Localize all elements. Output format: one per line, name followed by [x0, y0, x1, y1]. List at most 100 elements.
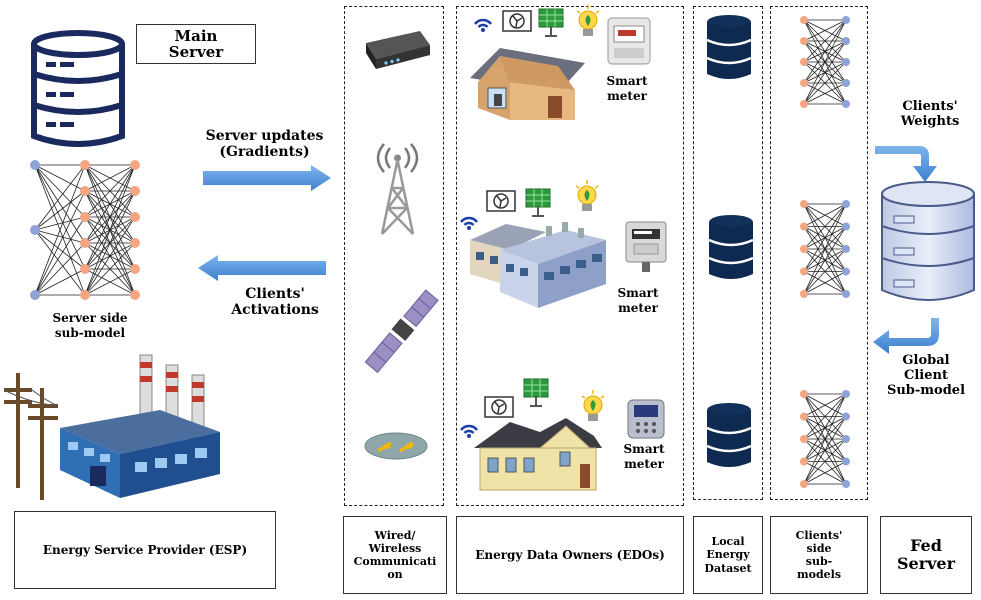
network-node — [80, 264, 90, 274]
network-edge — [803, 393, 847, 417]
network-edge — [803, 40, 847, 105]
network-edge — [34, 229, 86, 244]
network-edge — [803, 271, 847, 295]
network-edge — [84, 242, 136, 296]
network-edge — [34, 164, 86, 218]
smart-meter-label-3: Smart meter — [623, 442, 665, 471]
network-node — [800, 457, 808, 466]
network-node — [130, 264, 140, 274]
residential-house-icon — [474, 418, 602, 491]
network-edge — [34, 216, 86, 296]
network-node — [842, 37, 850, 45]
network-edge — [803, 82, 847, 105]
network-node — [842, 267, 850, 276]
network-node — [800, 58, 808, 66]
network-edge — [803, 393, 847, 462]
network-edge — [34, 164, 86, 192]
smart-meter-label-2: Smart meter — [617, 286, 659, 315]
network-hub-icon — [364, 432, 428, 460]
network-edge — [803, 203, 847, 295]
network-edge — [84, 164, 136, 270]
wifi-icon — [460, 424, 478, 438]
network-node — [842, 200, 850, 208]
network-edge — [34, 164, 86, 231]
network-node — [80, 160, 90, 170]
network-edge — [803, 461, 847, 485]
network-node — [842, 100, 850, 108]
network-edge — [803, 19, 847, 63]
fed-server-label-box: Fed Server — [880, 516, 972, 594]
ac-unit-icon — [484, 396, 514, 418]
network-node — [842, 435, 850, 443]
network-edge — [34, 164, 86, 296]
network-node — [80, 186, 90, 196]
main-server-label-box: Main Server — [136, 24, 256, 64]
network-node — [130, 212, 140, 222]
network-edge — [803, 19, 847, 42]
network-node — [80, 238, 90, 248]
client-submodel-network-1 — [800, 16, 850, 108]
global-client-label: Global Client Sub-model — [886, 353, 966, 398]
network-node — [800, 37, 808, 45]
network-node — [800, 480, 808, 488]
network-node — [800, 390, 808, 398]
client-submodels-dashed-panel — [770, 6, 868, 500]
communication-dashed-panel — [344, 6, 444, 506]
solar-panel-icon — [523, 378, 549, 407]
network-node — [842, 16, 850, 24]
eco-bulb-icon — [575, 180, 599, 211]
network-edge — [84, 190, 136, 296]
network-node — [800, 245, 808, 253]
main-server-icon — [31, 30, 125, 147]
network-node — [842, 58, 850, 66]
solar-panel-icon — [538, 8, 564, 37]
network-node — [130, 160, 140, 170]
network-node — [800, 267, 808, 276]
network-node — [842, 79, 850, 87]
clients-activations-label: Clients' Activations — [231, 286, 319, 319]
network-node — [842, 245, 850, 253]
network-node — [800, 79, 808, 87]
esp-label-box: Energy Service Provider (ESP) — [14, 511, 276, 589]
factory-icon — [60, 354, 220, 498]
network-edge — [34, 229, 86, 270]
client-submodel-network-2 — [800, 200, 850, 298]
house-icon-1 — [470, 48, 585, 120]
network-node — [130, 186, 140, 196]
smart-meter-electric-icon — [625, 221, 667, 272]
network-node — [842, 222, 850, 231]
edo-dashed-panel — [456, 6, 684, 506]
wifi-icon — [460, 216, 478, 230]
network-edge — [34, 190, 86, 296]
ac-unit-icon — [502, 10, 532, 32]
fed-server-database-icon — [881, 181, 975, 301]
smart-meter-gas-icon — [607, 17, 651, 65]
database-icon — [706, 15, 752, 79]
network-edge — [803, 248, 847, 295]
eco-bulb-icon — [576, 5, 600, 36]
router-icon — [366, 31, 430, 69]
network-edge — [803, 203, 847, 272]
server-updates-arrow — [203, 165, 331, 191]
network-node — [800, 200, 808, 208]
network-edge — [84, 216, 136, 296]
client-submodel-network-3 — [800, 390, 850, 488]
local-dataset-label-box: Local Energy Dataset — [693, 516, 763, 594]
clients-weights-arrow — [875, 146, 937, 182]
network-edge — [34, 216, 86, 231]
network-node — [800, 412, 808, 421]
network-node — [80, 212, 90, 222]
network-edge — [84, 164, 136, 296]
network-node — [30, 225, 40, 235]
eco-bulb-icon — [581, 390, 605, 421]
network-edge — [34, 268, 86, 296]
network-node — [800, 435, 808, 443]
smart-meter-label-1: Smart meter — [606, 74, 648, 103]
network-node — [800, 16, 808, 24]
network-node — [842, 290, 850, 298]
network-edge — [803, 19, 847, 105]
network-node — [842, 390, 850, 398]
database-icon — [706, 403, 752, 467]
network-node — [30, 290, 40, 300]
network-edge — [34, 164, 86, 270]
